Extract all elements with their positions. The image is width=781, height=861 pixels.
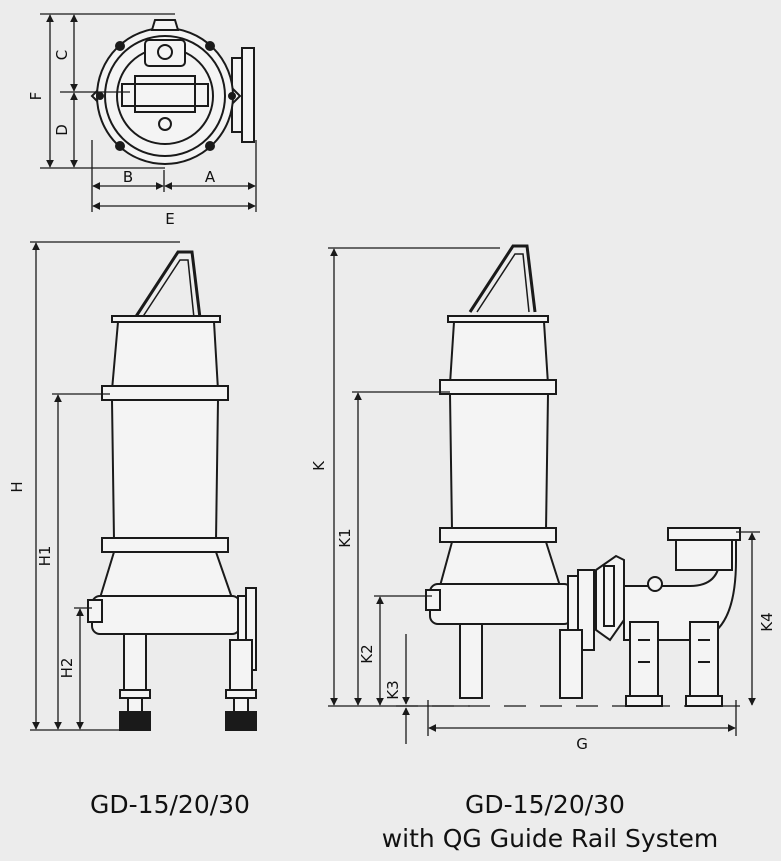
left-model-caption: GD-15/20/30: [90, 790, 250, 819]
dim-label-h2: H2: [58, 658, 76, 679]
dim-label-f: F: [27, 92, 45, 101]
dim-label-k1: K1: [336, 528, 354, 547]
dim-label-d: D: [53, 124, 71, 136]
dim-label-e: E: [165, 210, 174, 228]
dim-label-h1: H1: [36, 546, 54, 567]
right-model-subtitle: with QG Guide Rail System: [381, 824, 719, 853]
top-view-dimensions: [40, 13, 257, 212]
right-pump-side-view: [425, 244, 741, 707]
dim-label-k: K: [310, 460, 328, 471]
dim-label-k4: K4: [758, 612, 776, 631]
dim-label-k2: K2: [358, 644, 376, 663]
dim-label-c: C: [53, 50, 71, 60]
dim-label-a: A: [205, 168, 216, 186]
dim-label-h: H: [8, 481, 26, 492]
dim-label-b: B: [123, 168, 133, 186]
left-view-dimensions: [30, 241, 180, 731]
right-view-dimensions: [328, 247, 760, 744]
left-pump-side-view: [87, 250, 257, 731]
dim-label-g: G: [576, 735, 588, 753]
dim-label-k3: K3: [384, 680, 402, 699]
right-model-caption: GD-15/20/30: [465, 790, 625, 819]
